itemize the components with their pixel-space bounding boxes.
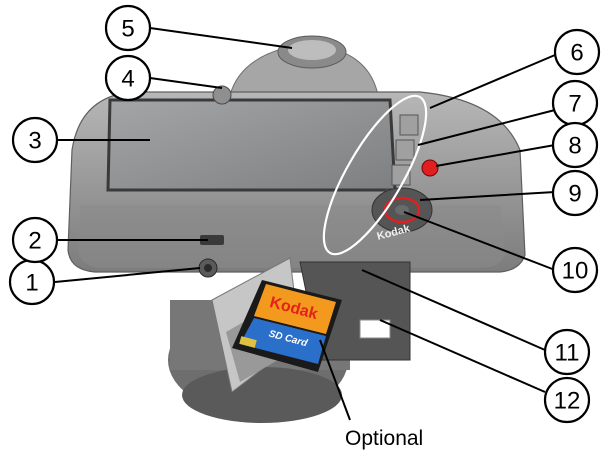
callout-9: 9 (551, 169, 599, 217)
strap-eyelet (200, 235, 224, 245)
callout-10-label: 10 (562, 258, 589, 285)
callout-6-label: 6 (570, 40, 583, 67)
callout-11: 11 (543, 328, 591, 376)
callout-4: 4 (104, 54, 152, 102)
callout-12-label: 12 (554, 388, 581, 415)
leader-lines (54, 27, 556, 421)
callout-5: 5 (104, 4, 152, 52)
callout-7: 7 (551, 79, 599, 127)
record-button (421, 159, 439, 177)
callout-9-label: 9 (568, 181, 581, 208)
callout-10: 10 (551, 246, 599, 294)
callout-8-label: 8 (568, 133, 581, 160)
callout-12: 12 (543, 376, 591, 424)
callout-5-label: 5 (121, 16, 134, 43)
callout-3-label: 3 (28, 128, 41, 155)
callout-1-label: 1 (25, 270, 38, 297)
callout-8: 8 (551, 121, 599, 169)
review-button (212, 85, 232, 105)
buttons-highlight (322, 94, 428, 256)
optional-caption: Optional (345, 427, 423, 450)
lcd-screen (106, 98, 397, 192)
callout-7-label: 7 (568, 91, 581, 118)
callout-2-label: 2 (28, 228, 41, 255)
callout-11-label: 11 (555, 340, 580, 367)
sd-card: Kodak SD Card (232, 280, 342, 372)
callout-2: 2 (11, 216, 59, 264)
viewfinder-hump (229, 35, 379, 96)
callout-3: 3 (11, 116, 59, 164)
callout-1: 1 (8, 258, 56, 306)
callout-4-label: 4 (121, 66, 134, 93)
callout-6: 6 (553, 28, 601, 76)
